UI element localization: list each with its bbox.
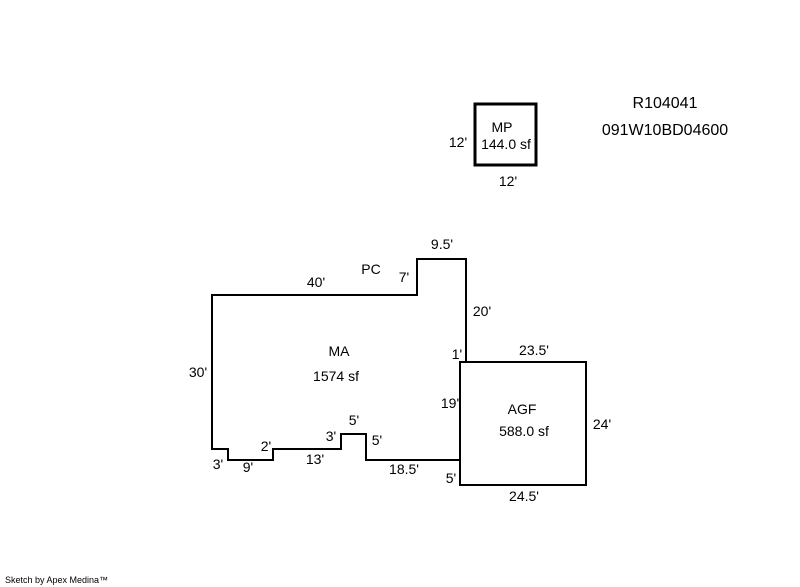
ma-left-dimension: 30' bbox=[189, 364, 207, 380]
ma-bump-top-dimension: 5' bbox=[349, 412, 359, 428]
sketch-credit: Sketch by Apex Medina™ bbox=[5, 575, 108, 585]
ma-step-2-dimension: 2' bbox=[261, 438, 271, 454]
agf-bottom-dimension: 24.5' bbox=[509, 488, 539, 504]
pc-top-dimension: 9.5' bbox=[431, 236, 453, 252]
ma-bottom-18-5-dimension: 18.5' bbox=[389, 461, 419, 477]
ma-bottom-13-dimension: 13' bbox=[306, 451, 324, 467]
pc-right-dimension: 20' bbox=[473, 303, 491, 319]
agf-area-outline bbox=[459, 361, 587, 486]
ma-bump-side-dimension: 5' bbox=[372, 432, 382, 448]
ma-bottom-9-dimension: 9' bbox=[243, 459, 253, 475]
ma-right-dimension: 19' bbox=[441, 395, 459, 411]
ma-label: MA bbox=[329, 343, 351, 359]
pc-label: PC bbox=[361, 261, 380, 277]
agf-right-dimension: 24' bbox=[593, 416, 611, 432]
ma-bottom-left-dimension: 3' bbox=[213, 456, 223, 472]
mp-label: MP bbox=[492, 119, 513, 135]
ma-step-3-dimension: 3' bbox=[326, 428, 336, 444]
agf-top-dimension: 23.5' bbox=[519, 342, 549, 358]
mp-bottom-dimension: 12' bbox=[499, 173, 517, 189]
mp-area-value: 144.0 sf bbox=[481, 136, 531, 152]
ma-area-outline bbox=[211, 258, 467, 461]
pc-left-dimension: 7' bbox=[399, 269, 409, 285]
mp-left-dimension: 12' bbox=[449, 134, 467, 150]
account-number: R104041 bbox=[633, 95, 698, 112]
ma-top-dimension: 40' bbox=[307, 274, 325, 290]
ma-area-value: 1574 sf bbox=[313, 368, 359, 384]
ma-jog-5-dimension: 5' bbox=[446, 470, 456, 486]
map-number: 091W10BD04600 bbox=[602, 122, 728, 139]
ma-jog-dimension: 1' bbox=[452, 346, 462, 362]
agf-label: AGF bbox=[508, 401, 537, 417]
mp-area-outline bbox=[473, 102, 538, 167]
agf-area-value: 588.0 sf bbox=[499, 423, 549, 439]
